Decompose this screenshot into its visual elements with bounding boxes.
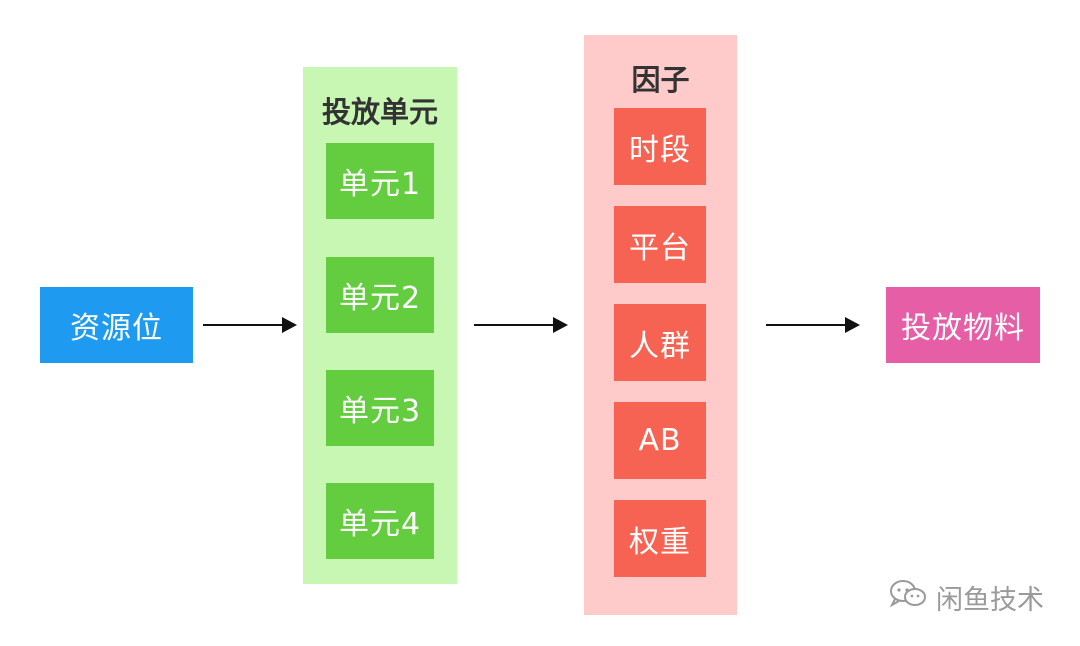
arrow-to-material [766,317,860,333]
arrow-to-factors [474,317,568,333]
factor-box-time: 时段 [614,108,706,185]
arrow-to-units [203,317,297,333]
unit-label: 单元1 [338,167,422,202]
unit-box-4: 单元4 [326,483,434,559]
unit-label: 单元2 [338,281,422,316]
unit-box-3: 单元3 [326,370,434,446]
wechat-icon [888,579,928,616]
unit-box-1: 单元1 [326,143,434,219]
watermark: 闲鱼技术 [888,578,1044,617]
factor-label: 人群 [629,328,691,364]
delivery-material-label: 投放物料 [901,311,1025,346]
factor-label: 权重 [629,524,691,560]
factor-label: AB [638,423,682,458]
factor-label: 平台 [629,230,691,266]
resource-slot-label: 资源位 [70,311,163,346]
factor-label: 时段 [629,132,691,168]
watermark-text: 闲鱼技术 [936,585,1044,616]
unit-label: 单元3 [338,394,422,429]
factors-title: 因子 [631,63,690,97]
delivery-units-title: 投放单元 [321,95,438,129]
delivery-material-box: 投放物料 [886,287,1040,363]
factor-box-audience: 人群 [614,304,706,381]
unit-box-2: 单元2 [326,257,434,333]
unit-label: 单元4 [338,507,422,542]
resource-slot-box: 资源位 [40,287,193,363]
factor-box-platform: 平台 [614,206,706,283]
factor-box-weight: 权重 [614,500,706,577]
factor-box-ab: AB [614,402,706,479]
